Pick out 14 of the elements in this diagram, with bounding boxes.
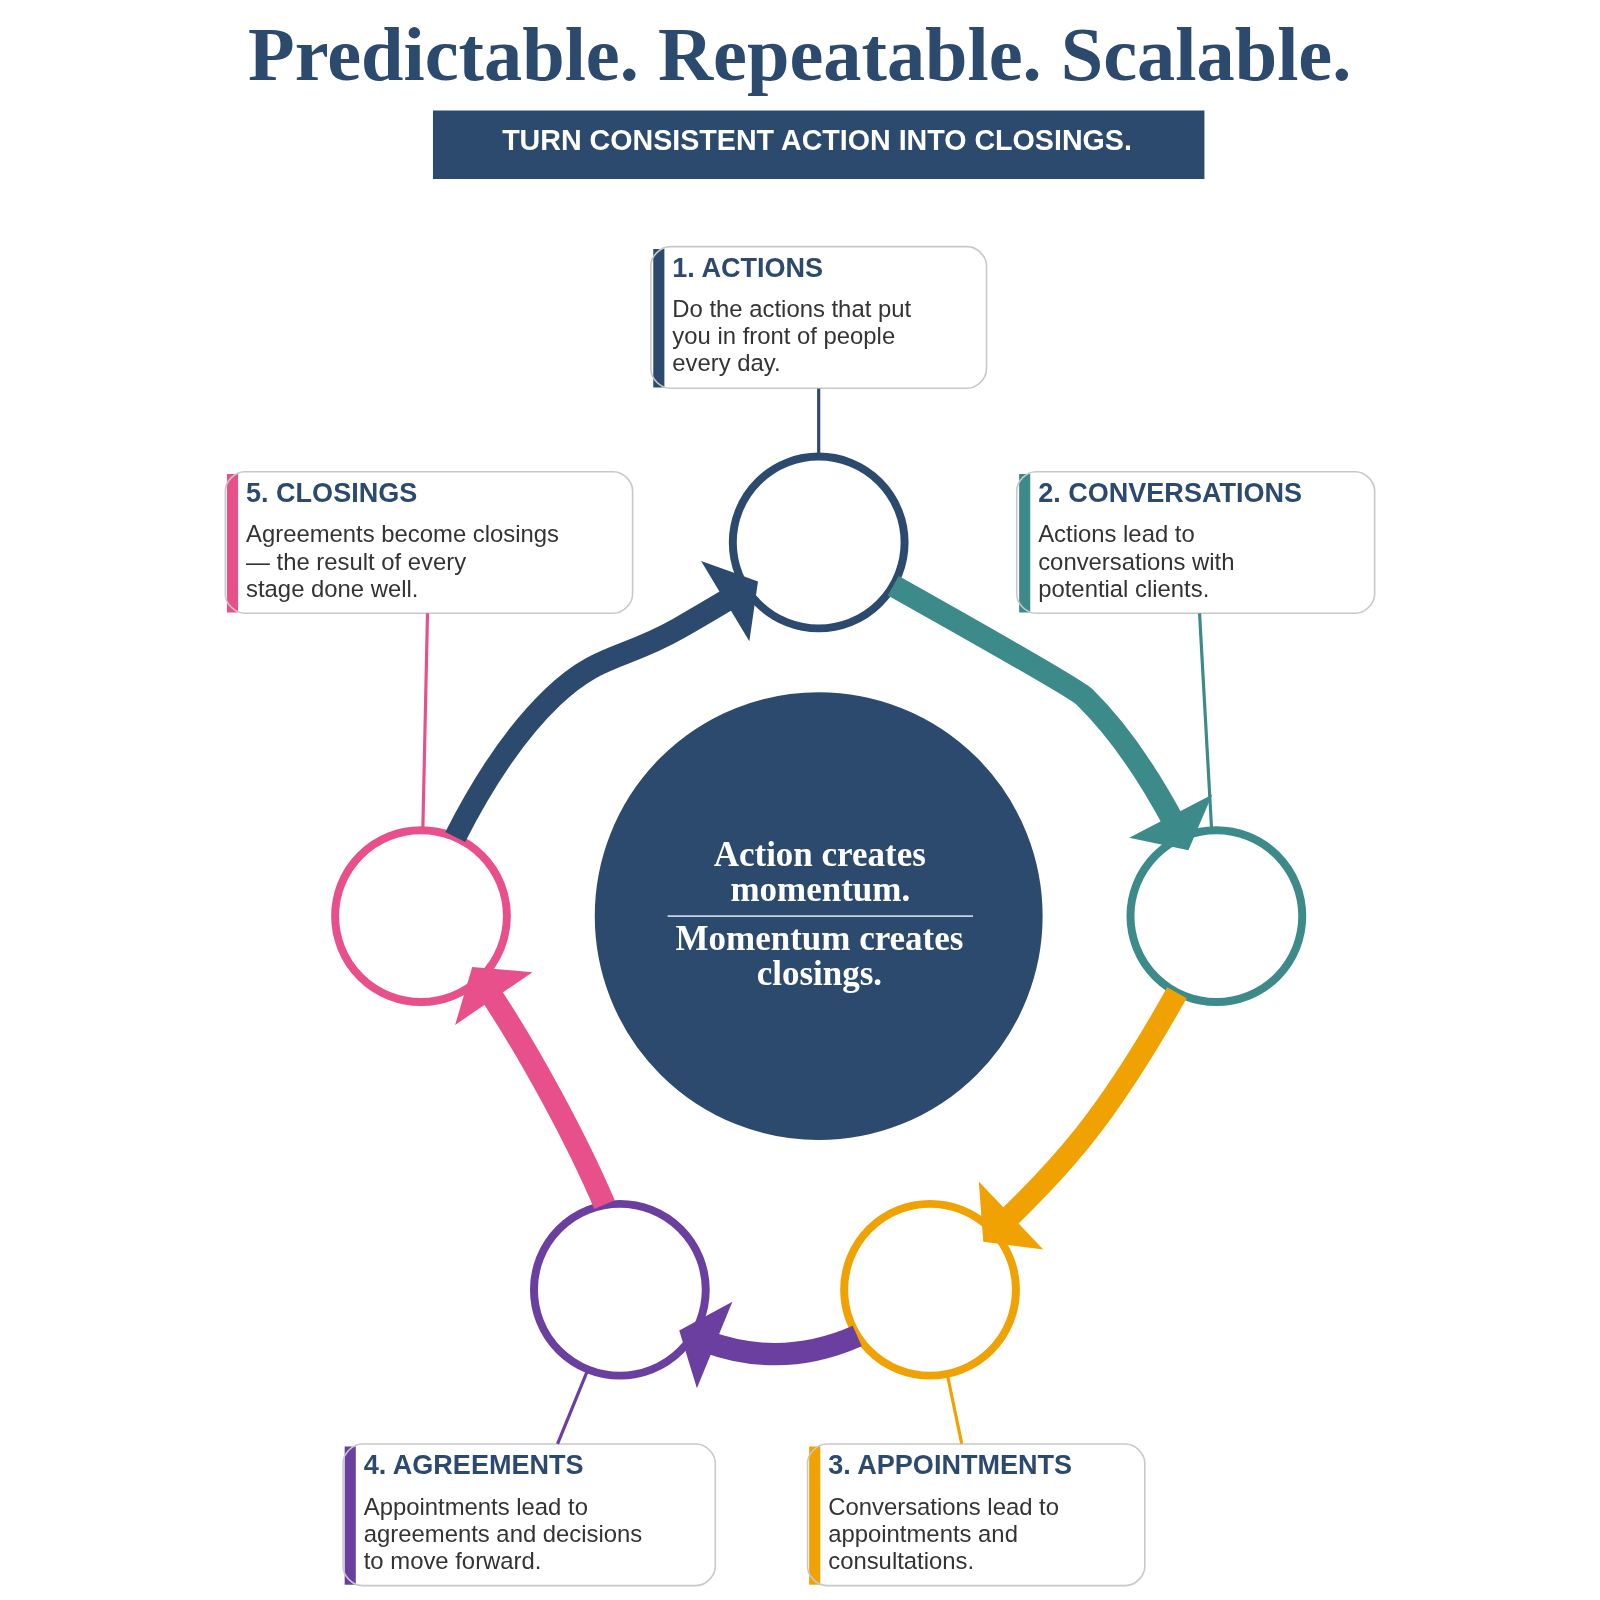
node-circle	[1126, 826, 1307, 1006]
node-circle	[331, 826, 511, 1006]
node-circle: Action creates momentum. Momentum creates closings.	[594, 692, 1043, 1141]
arrow	[887, 576, 1213, 851]
arrow	[978, 987, 1187, 1250]
node-circle	[728, 452, 909, 633]
arrow	[455, 967, 615, 1210]
connector	[817, 388, 821, 456]
diagram-title: Predictable. Repeatable. Scalable.	[248, 12, 1352, 98]
node-box: TURN CONSISTENT ACTION INTO CLOSINGS.	[432, 110, 1205, 179]
node-circle	[530, 1199, 710, 1380]
arrow	[445, 561, 758, 843]
arrow	[679, 1301, 862, 1389]
node-circle	[840, 1199, 1020, 1380]
